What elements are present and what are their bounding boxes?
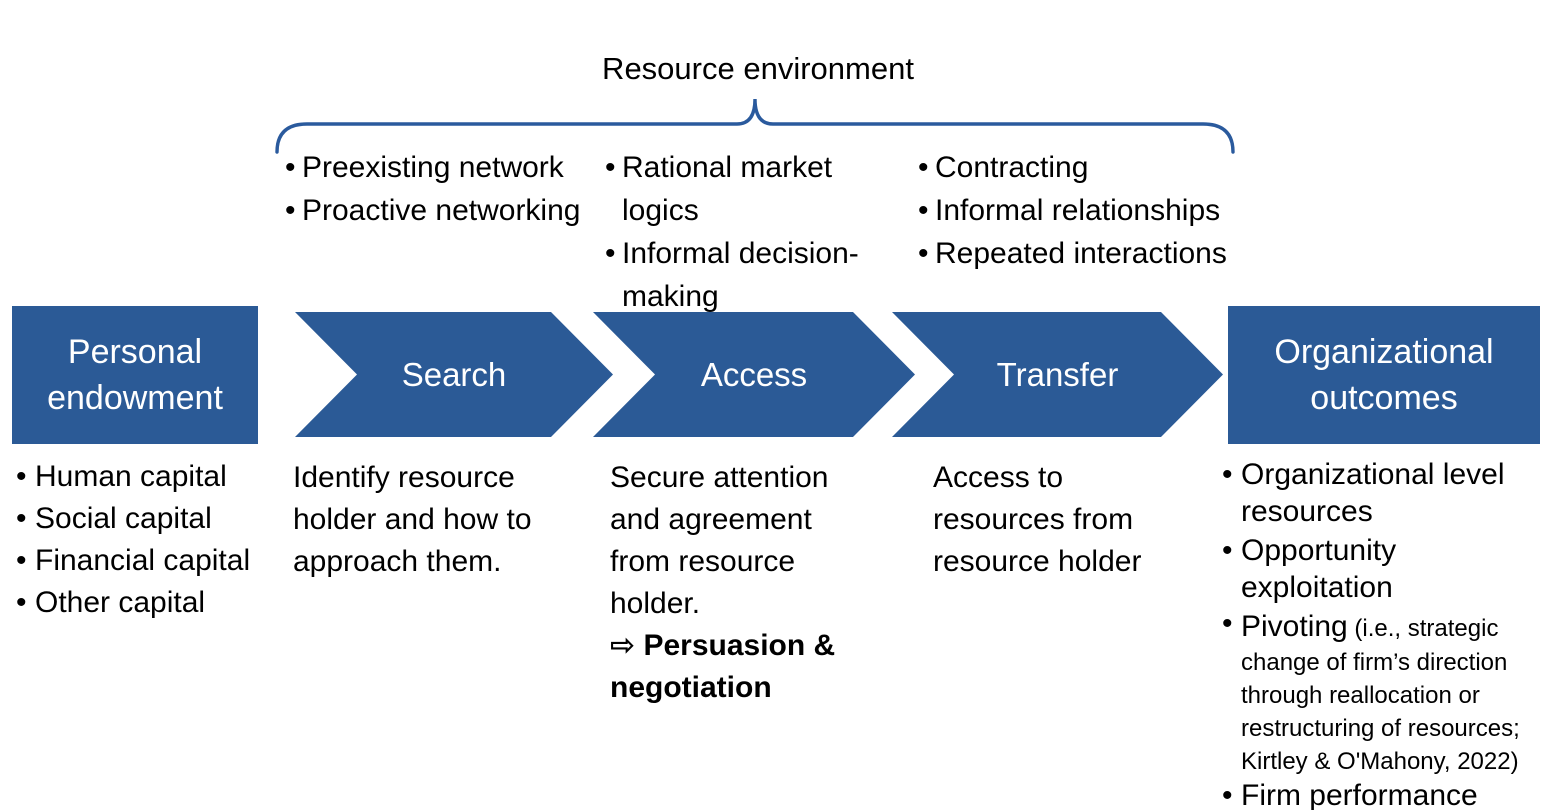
bullet-item: Pivoting (i.e., strategic change of firm… (1222, 608, 1546, 777)
bullet-item: Opportunity exploitation (1222, 532, 1546, 608)
personal-endowment-box: Personal endowment (12, 306, 258, 444)
bullet-item: Repeated interactions (918, 232, 1260, 275)
outcome-lead: Pivoting (1241, 610, 1348, 643)
brace-path (275, 98, 1235, 154)
bullet-item: Firm performance (1222, 777, 1546, 810)
bullet-item: Other capital (16, 582, 288, 624)
bullet-item: Proactive networking (285, 189, 597, 232)
bullet-item: Informal decision- making (605, 232, 897, 318)
personal-endowment-capitals-list: Human capitalSocial capitalFinancial cap… (16, 456, 288, 624)
bullet-item: Rational market logics (605, 146, 897, 232)
bullet-item: Financial capital (16, 540, 288, 582)
outcome-lead: Firm performance (1241, 779, 1478, 810)
access-description-main: Secure attention and agreement from reso… (610, 461, 829, 620)
outcome-lead: Opportunity exploitation (1241, 534, 1397, 604)
bullet-item: Contracting (918, 146, 1260, 189)
bullet-item: Preexisting network (285, 146, 597, 189)
access-persuasion-note: ⇨ Persuasion & negotiation (610, 629, 836, 704)
organizational-outcomes-list: Organizational level resourcesOpportunit… (1222, 456, 1546, 810)
outcome-lead: Organizational level resources (1241, 458, 1505, 528)
organizational-outcomes-box: Organizational outcomes (1228, 306, 1540, 444)
search-environment-factors: Preexisting networkProactive networking (285, 146, 597, 232)
access-description: Secure attention and agreement from reso… (610, 457, 882, 709)
outcome-note: (i.e., strategic change of firm’s direct… (1241, 615, 1520, 775)
search-description: Identify resource holder and how to appr… (293, 461, 532, 578)
transfer-step-chevron: Transfer (892, 312, 1223, 437)
bullet-item: Social capital (16, 498, 288, 540)
search-step-chevron: Search (295, 312, 613, 437)
transfer-environment-factors: ContractingInformal relationshipsRepeate… (918, 146, 1260, 275)
bullet-item: Organizational level resources (1222, 456, 1546, 532)
access-step-chevron: Access (593, 312, 915, 437)
bullet-item: Human capital (16, 456, 288, 498)
access-environment-factors: Rational market logicsInformal decision-… (605, 146, 897, 318)
resource-environment-title: Resource environment (602, 51, 914, 86)
transfer-description: Access to resources from resource holder (933, 461, 1142, 578)
bullet-item: Informal relationships (918, 189, 1260, 232)
